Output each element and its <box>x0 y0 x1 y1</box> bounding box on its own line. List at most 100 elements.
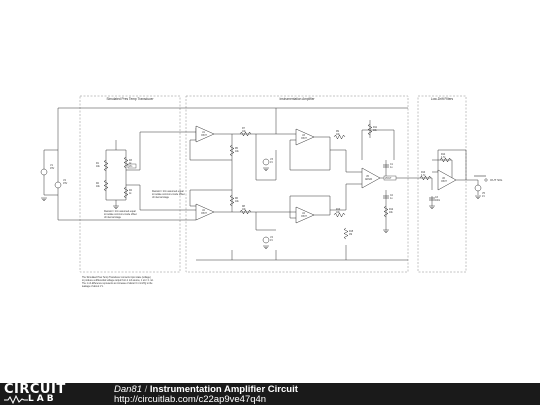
section-inamp-label: Instrumentation Amplifier <box>279 97 315 101</box>
resistor-r10-value: 10k <box>336 212 341 214</box>
resistor-r9-value: 10k <box>336 134 341 136</box>
source-v1: V1 15V <box>40 164 55 176</box>
resistor-r4: R4 1k <box>123 186 133 199</box>
resistor-r15: R15 1M <box>343 227 354 240</box>
author-link[interactable]: Dan81 <box>114 384 142 395</box>
resistor-r14: R14 4.7k <box>439 154 452 163</box>
circuit-title: Instrumentation Amplifier Circuit <box>149 384 298 395</box>
resistor-r14-value: 4.7k <box>441 157 446 159</box>
opamp-u2-part: OP27 <box>201 213 208 215</box>
opamp-u5: U5 AD620 <box>361 167 381 189</box>
opamp-u6-ref: U6 <box>442 178 446 180</box>
wires <box>43 107 479 261</box>
opamp-u4-part: OP27 <box>301 216 308 218</box>
opamp-u6: U6 OP27 <box>437 169 457 191</box>
resistor-r1: R1 10k <box>96 159 109 172</box>
resistor-r6-ref: R6 <box>235 198 239 200</box>
opamp-u1-part: OP27 <box>201 135 208 137</box>
net-label-vout-text: VOUT <box>385 178 392 180</box>
capacitor-c1: C1 1u <box>382 164 394 169</box>
logo-wordmark-bottom: LAB <box>28 394 57 404</box>
opamp-u1-ref: U1 <box>202 132 206 134</box>
resistor-r9: R9 10k <box>333 131 346 140</box>
source-v5-value: 1V <box>482 195 485 198</box>
resistor-r11-ref: R11 <box>373 127 378 129</box>
resistor-r2-value: 10k <box>96 186 101 188</box>
section-transducer-label: Simulated Pres Temp Transducer <box>106 97 154 101</box>
source-v5: V5 1V <box>474 184 486 198</box>
resistor-r10: R10 10k <box>333 209 346 218</box>
resistor-r12: R12 10k <box>383 205 394 218</box>
output-terminal-label: OUT SIG <box>490 178 503 182</box>
section-filters-label: Low-Drift Filters <box>431 97 454 101</box>
resistor-r2: R2 10k <box>96 179 109 192</box>
schematic-canvas: Simulated Pres Temp Transducer Instrumen… <box>40 95 503 288</box>
capacitor-c2-value: 1u <box>390 198 393 200</box>
resistor-r7-ref: R7 <box>242 128 246 130</box>
resistor-r4-value: 1k <box>129 193 132 195</box>
opamp-u5-ref: U5 <box>366 176 370 178</box>
logo-wave-icon <box>4 395 28 404</box>
section-filters: Low-Drift Filters <box>417 95 467 273</box>
resistor-r2-ref: R2 <box>96 183 100 185</box>
resistor-r1-value: 10k <box>96 166 101 168</box>
capacitor-c3: C3 100n <box>428 197 441 202</box>
source-v2-value: 15V <box>63 182 68 185</box>
opamp-u3-part: OP27 <box>301 138 308 140</box>
note-1: Resistor / trim assumed equal to isolate… <box>104 210 137 219</box>
resistor-r1-ref: R1 <box>96 163 100 165</box>
resistor-r7: R7 10k <box>239 128 252 137</box>
source-v4-value: 1V <box>270 239 273 242</box>
source-v1-ref: V1 <box>50 164 54 167</box>
opamp-u6-part: OP27 <box>441 181 448 183</box>
opamp-u2-ref: U2 <box>202 210 206 212</box>
note-2-line-1: Resistor / trim assumed equal <box>152 190 184 193</box>
resistor-r13-ref: R13 <box>421 172 426 174</box>
resistor-r14-ref: R14 <box>441 154 446 156</box>
source-v5-ref: V5 <box>482 192 486 195</box>
net-label-vin: Vin <box>127 163 137 169</box>
resistor-r7-value: 10k <box>242 131 247 133</box>
resistor-r5-value: 10k <box>235 151 240 153</box>
note-3: The Simulated Pres Temp Transducer conve… <box>82 276 154 288</box>
note-3-line-4: leakage of about 1 V. <box>82 285 104 288</box>
resistor-r10-ref: R10 <box>336 209 341 211</box>
source-v4-ref: V4 <box>270 236 274 239</box>
resistor-r3-ref: R3 <box>129 160 133 162</box>
source-v1-value: 15V <box>50 167 55 170</box>
note-3-line-1: The Simulated Pres Temp Transducer conve… <box>82 276 151 279</box>
note-2-line-2: to isolate common-mode offset <box>152 193 185 196</box>
source-v4: V4 1V <box>262 236 274 244</box>
resistor-r13: R13 4.7k <box>419 172 432 181</box>
circuit-url[interactable]: http://circuitlab.com/c22ap9ve47q4n <box>114 394 267 405</box>
section-transducer: Simulated Pres Temp Transducer <box>79 95 181 273</box>
source-v2: V2 15V <box>54 179 68 189</box>
source-v3-ref: V3 <box>270 158 274 161</box>
resistor-r8-ref: R8 <box>242 206 246 208</box>
opamp-u5-part: AD620 <box>365 178 373 181</box>
circuitlab-logo[interactable]: CIRCUIT LAB <box>4 383 96 404</box>
footer-bar: CIRCUIT LAB Dan81 / Instrumentation Ampl… <box>0 383 540 405</box>
net-label-vout: VOUT <box>383 175 397 181</box>
opamp-u3-ref: U3 <box>302 135 306 137</box>
resistor-r11-value: 10k <box>373 130 378 132</box>
resistor-r11: R11 10k <box>367 123 378 136</box>
section-inamp: Instrumentation Amplifier <box>185 95 409 273</box>
resistor-r8: R8 10k <box>239 206 252 215</box>
note-2-line-3: of internal stage <box>152 196 170 199</box>
resistor-r15-ref: R15 <box>349 231 354 233</box>
resistor-r6: R6 10k <box>229 194 240 207</box>
source-v2-ref: V2 <box>63 179 67 182</box>
resistor-r4-ref: R4 <box>129 190 133 192</box>
resistor-r6-value: 10k <box>235 201 240 203</box>
capacitor-c3-ref: C3 <box>435 197 439 199</box>
net-label-vin-text: Vin <box>129 166 133 168</box>
resistor-r5-ref: R5 <box>235 148 239 150</box>
opamp-u4-ref: U4 <box>302 213 306 215</box>
capacitor-c2: C2 1u <box>382 195 394 200</box>
resistor-r5: R5 10k <box>229 144 240 157</box>
note-2: Resistor / trim assumed equal to isolate… <box>152 190 185 199</box>
output-terminal: OUT SIG <box>474 175 503 182</box>
opamp-u1: U1 OP27 <box>195 125 215 143</box>
capacitor-c1-ref: C1 <box>390 164 394 166</box>
